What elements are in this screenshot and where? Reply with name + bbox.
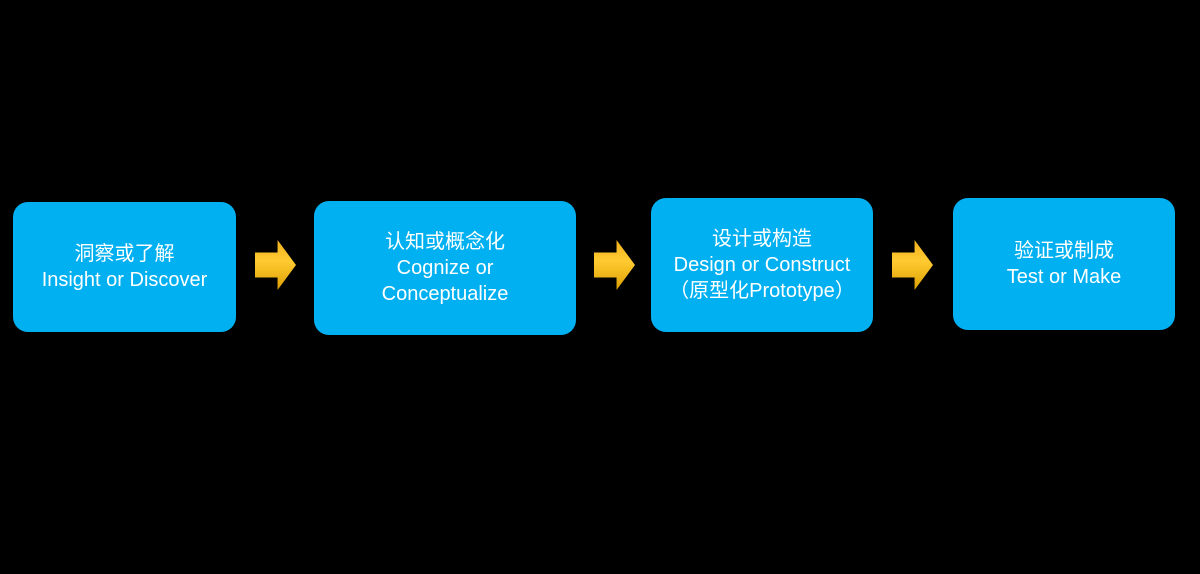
flow-step-test: 验证或制成 Test or Make	[953, 198, 1175, 330]
flow-step-insight: 洞察或了解 Insight or Discover	[13, 202, 236, 332]
step-label-en: Conceptualize	[381, 283, 509, 305]
flow-step-design: 设计或构造 Design or Construct （原型化Prototype）	[651, 198, 873, 332]
step-label-zh: （原型化Prototype）	[669, 280, 855, 302]
step-label-zh: 设计或构造	[712, 228, 812, 250]
arrow-right-icon	[892, 240, 933, 290]
step-label-en: Design or Construct	[673, 254, 851, 276]
flow-step-cognize: 认知或概念化 Cognize or Conceptualize	[314, 201, 576, 335]
arrow-right-icon	[594, 240, 635, 290]
step-label-en: Insight or Discover	[41, 269, 208, 291]
step-label-en: Cognize or	[396, 257, 494, 279]
step-label-zh: 验证或制成	[1014, 240, 1114, 262]
step-label-zh: 认知或概念化	[385, 231, 505, 253]
step-label-en: Test or Make	[1006, 266, 1122, 288]
arrow-right-icon	[255, 240, 296, 290]
step-label-zh: 洞察或了解	[74, 243, 175, 265]
